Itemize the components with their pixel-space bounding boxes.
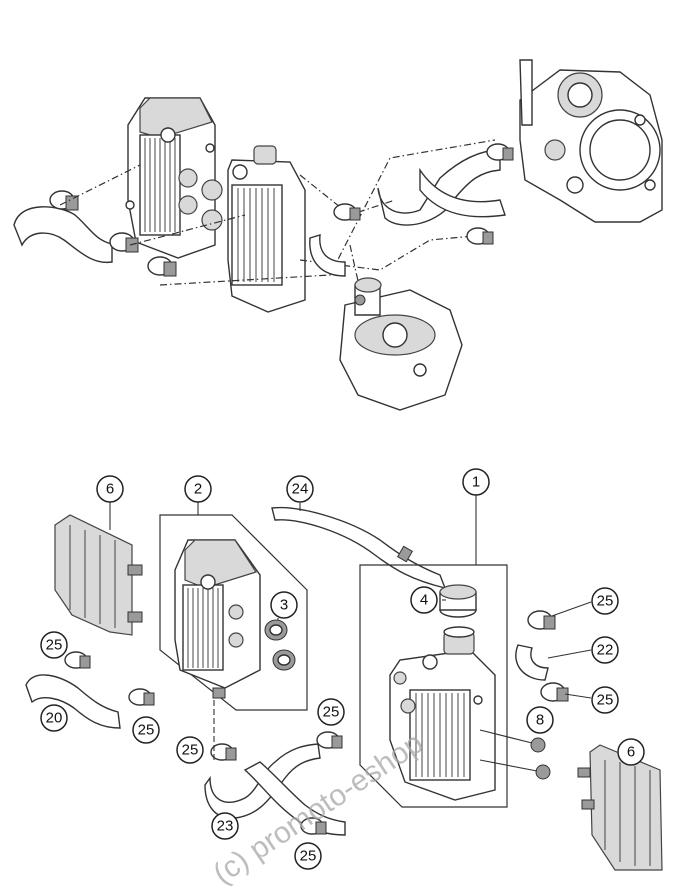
- svg-text:22: 22: [597, 642, 614, 659]
- screw-lower: [479, 759, 551, 780]
- exploded-view: 6 2 24 1 3 4 25 20 25 25 25 23 25 25 22 …: [25, 468, 663, 871]
- svg-text:8: 8: [536, 712, 544, 729]
- radiator-right: [389, 626, 496, 801]
- callout-25-c: 25: [317, 698, 345, 726]
- clamp-25-center-a: [210, 743, 237, 761]
- engine-case: [519, 59, 663, 223]
- svg-text:1: 1: [472, 474, 480, 491]
- callout-4: 4: [410, 586, 438, 614]
- callout-25-a: 25: [40, 631, 68, 659]
- callout-1: 1: [462, 468, 490, 496]
- callout-2: 2: [184, 475, 212, 503]
- clamp-top-1: [49, 190, 79, 211]
- radiator-2-frame: [159, 514, 308, 711]
- svg-text:6: 6: [627, 744, 635, 761]
- clamp-25-right-upper: [527, 610, 556, 630]
- callout-8: 8: [526, 706, 554, 734]
- right-radiator-guard: [577, 744, 663, 871]
- callout-3: 3: [270, 591, 298, 619]
- hose-22: [515, 644, 549, 681]
- callout-6-right: 6: [617, 738, 645, 766]
- clamp-top-6: [333, 203, 361, 221]
- left-radiator-guard: [54, 514, 143, 636]
- right-radiator-assembled: [201, 145, 306, 313]
- callout-20: 20: [40, 704, 68, 732]
- cylinder-head: [339, 277, 463, 411]
- svg-text:25: 25: [138, 722, 155, 739]
- svg-text:25: 25: [597, 593, 614, 610]
- clamp-25-left-lower: [128, 688, 155, 706]
- grommet-upper: [264, 619, 288, 641]
- clamp-25-left-upper: [64, 651, 91, 669]
- callout-24: 24: [286, 475, 314, 503]
- small-hose-top: [309, 234, 346, 277]
- callout-6-left: 6: [96, 475, 124, 503]
- leader-lines: [109, 495, 592, 760]
- svg-text:23: 23: [217, 818, 234, 835]
- assembled-overview: [13, 59, 663, 411]
- clamp-top-4: [486, 143, 514, 161]
- svg-text:24: 24: [292, 481, 309, 498]
- svg-text:25: 25: [597, 692, 614, 709]
- clamp-25-right-lower: [540, 682, 569, 702]
- vent-hose: [271, 506, 447, 589]
- clamp-top-3: [147, 256, 177, 277]
- left-radiator-assembled: [125, 97, 216, 259]
- center-hose-lower: [419, 167, 506, 218]
- hose-20: [25, 674, 121, 729]
- screw-upper: [479, 729, 546, 753]
- radiator-1-frame: [359, 564, 508, 808]
- svg-text:25: 25: [323, 704, 340, 721]
- callout-25-d: 25: [176, 736, 204, 764]
- svg-text:6: 6: [106, 481, 114, 498]
- grommet-lower: [272, 649, 296, 671]
- clamp-25-center-c: [300, 817, 327, 835]
- callout-23: 23: [211, 812, 239, 840]
- clamp-top-2: [109, 232, 139, 253]
- radiator-left: [174, 539, 261, 699]
- svg-text:25: 25: [182, 742, 199, 759]
- callout-22: 22: [591, 636, 619, 664]
- left-hose-assembled: [13, 206, 113, 264]
- callout-25-g: 25: [591, 686, 619, 714]
- radiator-cap: [439, 584, 477, 618]
- callout-25-b: 25: [132, 716, 160, 744]
- svg-text:4: 4: [420, 592, 428, 609]
- callout-25-f: 25: [591, 587, 619, 615]
- svg-text:3: 3: [280, 597, 288, 614]
- svg-text:25: 25: [300, 848, 317, 865]
- svg-text:20: 20: [46, 710, 63, 727]
- callout-25-e: 25: [294, 842, 322, 870]
- clamp-25-center-b: [316, 731, 343, 749]
- svg-text:2: 2: [194, 481, 202, 498]
- clamp-top-5: [466, 227, 494, 245]
- svg-text:25: 25: [46, 637, 63, 654]
